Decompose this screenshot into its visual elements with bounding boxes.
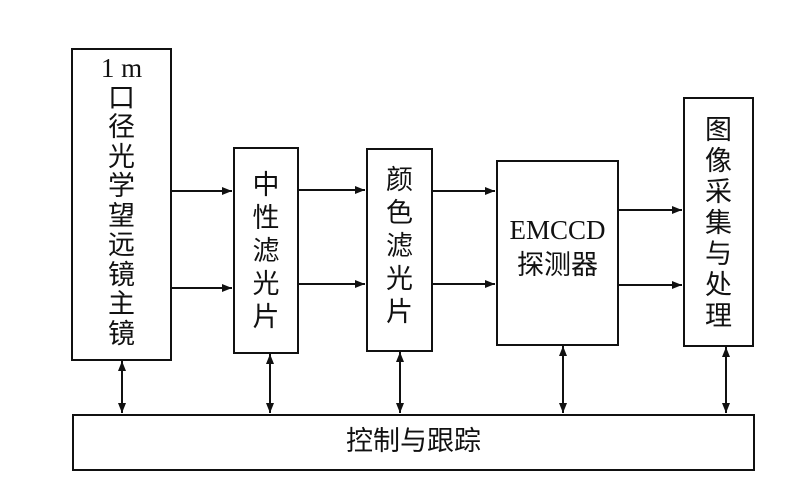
label-line: 镜 bbox=[108, 259, 135, 291]
label-line: 探测器 bbox=[517, 250, 598, 281]
block-label: 中 性 滤 光 片 bbox=[235, 169, 297, 334]
label-line: 与 bbox=[705, 239, 732, 270]
label-line: 口 bbox=[108, 82, 135, 114]
label-line: 光 bbox=[386, 264, 413, 295]
block-label: 控制与跟踪 bbox=[346, 426, 481, 457]
block-color-filter: 颜 色 滤 光 片 bbox=[366, 148, 433, 352]
label-line: 片 bbox=[252, 302, 280, 333]
label-line: 1 m bbox=[100, 53, 143, 83]
label-line: 处 bbox=[705, 270, 732, 301]
block-label: 1 m 口 径 光 学 望 远 镜 主 镜 bbox=[73, 53, 170, 350]
label-line: 望 bbox=[108, 200, 135, 232]
label-line: 滤 bbox=[252, 236, 280, 267]
label-line: 远 bbox=[108, 230, 135, 261]
label-line: 理 bbox=[705, 301, 732, 332]
block-control-tracking: 控制与跟踪 bbox=[72, 414, 755, 471]
label-line: 片 bbox=[386, 297, 413, 328]
block-emccd-detector: EMCCD 探测器 bbox=[496, 160, 619, 346]
label-line: 中 bbox=[252, 170, 280, 201]
block-image-acquisition-processing: 图 像 采 集 与 处 理 bbox=[683, 97, 754, 347]
label-line: 颜 bbox=[386, 165, 413, 196]
label-line: 径 bbox=[108, 112, 135, 143]
block-label: 颜 色 滤 光 片 bbox=[368, 164, 431, 329]
label-line: 滤 bbox=[386, 231, 413, 262]
block-label: 图 像 采 集 与 处 理 bbox=[685, 115, 752, 332]
label-line: 图 bbox=[705, 115, 732, 146]
block-telescope-primary-mirror: 1 m 口 径 光 学 望 远 镜 主 镜 bbox=[71, 48, 172, 361]
label-line: 主 bbox=[108, 289, 135, 320]
label-line: 集 bbox=[705, 208, 732, 239]
label-line: 学 bbox=[108, 171, 135, 202]
label-line: 光 bbox=[252, 269, 280, 300]
label-line: 镜 bbox=[108, 318, 135, 350]
label-line: 色 bbox=[386, 198, 413, 229]
label-line: EMCCD bbox=[509, 215, 606, 245]
block-neutral-filter: 中 性 滤 光 片 bbox=[233, 147, 299, 354]
label-line: 光 bbox=[108, 141, 135, 173]
label-line: 像 bbox=[705, 146, 732, 177]
label-line: 采 bbox=[705, 177, 732, 208]
label-line: 性 bbox=[252, 203, 280, 234]
